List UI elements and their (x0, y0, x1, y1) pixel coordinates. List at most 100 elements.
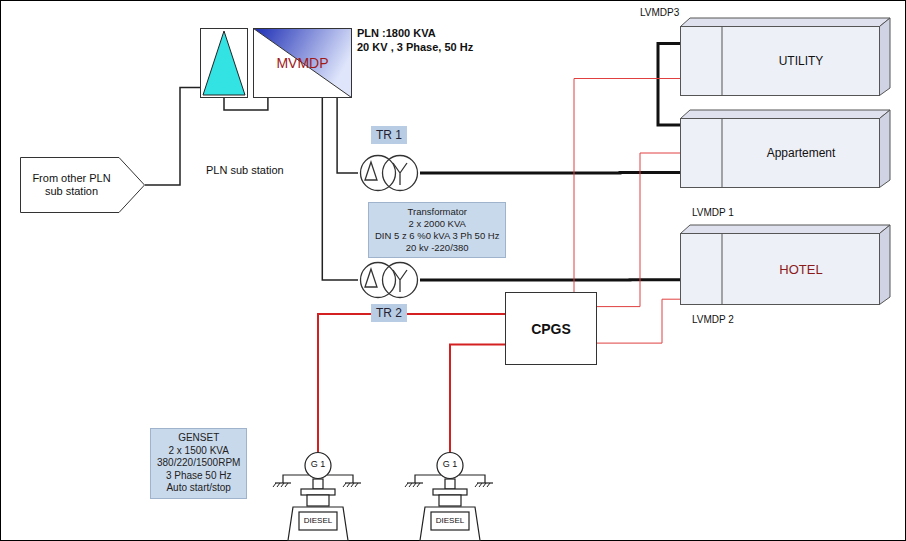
building-label: UTILITY (779, 54, 824, 68)
block-side (880, 110, 891, 188)
spec-line: GENSET (178, 432, 219, 445)
ground-hatch (479, 483, 482, 487)
power-line (597, 153, 680, 307)
substation-frame (201, 29, 248, 98)
ground-hatch (281, 483, 284, 487)
generator-label: G 1 (273, 459, 363, 469)
panel-divider (722, 27, 723, 96)
delta-symbol (365, 162, 377, 180)
mvmdp-box: MVMDP (253, 28, 352, 98)
delta-symbol (365, 269, 377, 287)
panel-label: LVMDP 1 (692, 207, 734, 218)
supply-rating: 20 KV , 3 Phase, 50 Hz (357, 41, 473, 53)
cpgs-panel: CPGS (505, 292, 597, 365)
transformer-label: TR 1 (371, 126, 407, 144)
wye-symbol (393, 163, 407, 185)
transformer-symbol: TR 1 (358, 153, 420, 193)
ground-hatch (409, 483, 412, 487)
ground-hatch (285, 483, 288, 487)
block-top (681, 18, 891, 27)
spec-line: 20 kv -220/380 (406, 242, 469, 254)
block-top (681, 225, 891, 234)
building-label: Appartement (767, 146, 836, 160)
ground-symbol (477, 482, 493, 483)
engine-label: DIESEL (273, 516, 363, 525)
ground-hatch (355, 483, 358, 487)
ground-hatch (413, 483, 416, 487)
transformer-label: TR 2 (371, 304, 407, 322)
generator-set: G 1 DIESEL (273, 452, 363, 541)
source-arrow: From other PLN sub station (20, 157, 145, 213)
spec-line: Auto start/stop (166, 482, 230, 495)
engine-neck (439, 495, 461, 506)
ground-symbol (345, 482, 361, 483)
block-side (880, 225, 891, 305)
power-line (224, 98, 268, 110)
generator-label: G 1 (405, 459, 495, 469)
hotel-building: HOTEL (680, 233, 880, 305)
spec-line: DIN 5 z 6 %0 kVA 3 Ph 50 Hz (375, 230, 499, 242)
power-line (574, 79, 680, 293)
transformer-windings (358, 260, 420, 300)
panel-label: LVMDP3 (640, 7, 679, 18)
power-line (322, 98, 358, 280)
apartment-building: Appartement (680, 118, 880, 188)
ground-hatch (273, 483, 276, 487)
utility-building: UTILITY (680, 26, 880, 96)
supply-rating: PLN :1800 KVA (357, 27, 436, 39)
substation-label: PLN sub station (206, 164, 284, 176)
generator-shaft (445, 479, 455, 489)
coupling-flange (433, 489, 467, 495)
generator-shaft (313, 479, 323, 489)
transformer-info-box: Transformator2 x 2000 KVADIN 5 z 6 %0 kV… (368, 202, 506, 258)
power-line (337, 98, 358, 173)
cpgs-label: CPGS (531, 321, 571, 337)
engine-neck (307, 495, 329, 506)
panel-divider (722, 234, 723, 305)
panel-divider (722, 119, 723, 188)
block-front (681, 27, 880, 96)
ground-hatch (343, 483, 346, 487)
panel-label: LVMDP 2 (692, 314, 734, 325)
wye-symbol (393, 270, 407, 292)
ground-hatch (405, 483, 408, 487)
ground-hatch (277, 483, 280, 487)
ground-hatch (347, 483, 350, 487)
generator-set: G 1 DIESEL (405, 452, 495, 541)
ground-hatch (475, 483, 478, 487)
ground-hatch (483, 483, 486, 487)
source-label: From other PLN sub station (28, 172, 115, 198)
ground-symbol (275, 482, 291, 483)
mvmdp-gradient (254, 29, 352, 98)
ground-hatch (351, 483, 354, 487)
block-side (880, 18, 891, 96)
arrow-shape (21, 158, 145, 213)
building-label: HOTEL (779, 262, 822, 277)
spec-line: 2 x 1500 KVA (168, 445, 228, 458)
spec-line: 380/220/1500RPM (157, 457, 240, 470)
ground-hatch (417, 483, 420, 487)
transformer-symbol: TR 2 (358, 260, 420, 300)
power-line (420, 171, 680, 174)
engine-label: DIESEL (405, 516, 495, 525)
transformer-windings (358, 153, 420, 193)
spec-line: 2 x 2000 KVA (409, 218, 466, 230)
spec-line: 3 Phase 50 Hz (166, 470, 232, 483)
mvmdp-label: MVMDP (273, 55, 331, 71)
block-front (681, 234, 880, 305)
power-line (318, 314, 505, 452)
block-front (681, 119, 880, 188)
substation-triangle (203, 31, 245, 95)
spec-line: Transformator (408, 206, 467, 218)
block-top (681, 110, 891, 119)
power-line (450, 345, 505, 452)
power-line (658, 44, 680, 126)
power-line (145, 88, 200, 186)
ground-symbol (407, 482, 423, 483)
coupling-flange (301, 489, 335, 495)
substation-box: PLN sub station (200, 28, 248, 98)
substation-symbol (200, 28, 248, 98)
genset-info-box: GENSET2 x 1500 KVA380/220/1500RPM3 Phase… (150, 428, 247, 499)
power-line (420, 278, 680, 281)
